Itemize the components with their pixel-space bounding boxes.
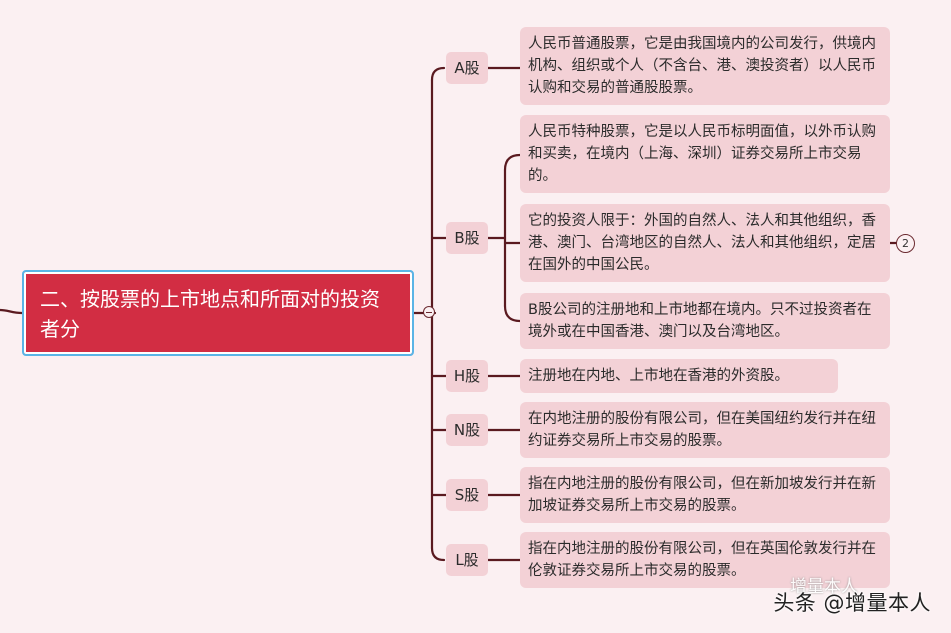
watermark-faint: 增量本人 bbox=[790, 577, 858, 597]
watermark: 头条 @增量本人 bbox=[773, 591, 931, 615]
leaf-l-1[interactable]: 指在内地注册的股份有限公司，但在英国伦敦发行并在伦敦证券交易所上市交易的股票。 bbox=[520, 532, 890, 588]
leaf-b-3[interactable]: B股公司的注册地和上市地都在境内。只不过投资者在境外或在中国香港、澳门以及台湾地… bbox=[520, 293, 890, 349]
leaf-text: 在内地注册的股份有限公司，但在美国纽约发行并在纽约证券交易所上市交易的股票。 bbox=[528, 411, 876, 449]
branch-label: H股 bbox=[453, 367, 481, 385]
leaf-h-1[interactable]: 注册地在内地、上市地在香港的外资股。 bbox=[520, 359, 838, 393]
leaf-text: 指在内地注册的股份有限公司，但在新加坡发行并在新加坡证券交易所上市交易的股票。 bbox=[528, 476, 876, 514]
root-label: 二、按股票的上市地点和所面对的投资者分 bbox=[40, 287, 380, 341]
leaf-text: 人民币普通股票，它是由我国境内的公司发行，供境内机构、组织或个人（不含台、港、澳… bbox=[528, 36, 876, 96]
leaf-s-1[interactable]: 指在内地注册的股份有限公司，但在新加坡发行并在新加坡证券交易所上市交易的股票。 bbox=[520, 467, 890, 523]
leaf-a-1[interactable]: 人民币普通股票，它是由我国境内的公司发行，供境内机构、组织或个人（不含台、港、澳… bbox=[520, 27, 890, 105]
root-node[interactable]: 二、按股票的上市地点和所面对的投资者分 bbox=[22, 270, 414, 356]
leaf-text: 人民币特种股票，它是以人民币标明面值，以外币认购和买卖，在境内（上海、深圳）证券… bbox=[528, 124, 876, 184]
branch-label: S股 bbox=[454, 486, 480, 504]
branch-label: A股 bbox=[454, 59, 480, 77]
branch-a[interactable]: A股 bbox=[446, 52, 488, 84]
branch-label: N股 bbox=[453, 421, 481, 439]
leaf-b-1[interactable]: 人民币特种股票，它是以人民币标明面值，以外币认购和买卖，在境内（上海、深圳）证券… bbox=[520, 115, 890, 193]
branch-n[interactable]: N股 bbox=[446, 414, 488, 446]
leaf-text: 它的投资人限于：外国的自然人、法人和其他组织，香港、澳门、台湾地区的自然人、法人… bbox=[528, 213, 876, 273]
child-count-badge[interactable]: 2 bbox=[896, 234, 915, 253]
leaf-text: 注册地在内地、上市地在香港的外资股。 bbox=[528, 368, 789, 384]
leaf-text: B股公司的注册地和上市地都在境内。只不过投资者在境外或在中国香港、澳门以及台湾地… bbox=[528, 302, 872, 340]
branch-b[interactable]: B股 bbox=[446, 222, 488, 254]
branch-s[interactable]: S股 bbox=[446, 479, 488, 511]
branch-label: L股 bbox=[455, 551, 479, 569]
branch-l[interactable]: L股 bbox=[446, 544, 488, 576]
collapse-toggle[interactable] bbox=[423, 306, 435, 318]
leaf-text: 指在内地注册的股份有限公司，但在英国伦敦发行并在伦敦证券交易所上市交易的股票。 bbox=[528, 541, 876, 579]
branch-h[interactable]: H股 bbox=[446, 360, 488, 392]
leaf-n-1[interactable]: 在内地注册的股份有限公司，但在美国纽约发行并在纽约证券交易所上市交易的股票。 bbox=[520, 402, 890, 458]
branch-label: B股 bbox=[454, 229, 480, 247]
leaf-b-2[interactable]: 它的投资人限于：外国的自然人、法人和其他组织，香港、澳门、台湾地区的自然人、法人… bbox=[520, 204, 890, 282]
